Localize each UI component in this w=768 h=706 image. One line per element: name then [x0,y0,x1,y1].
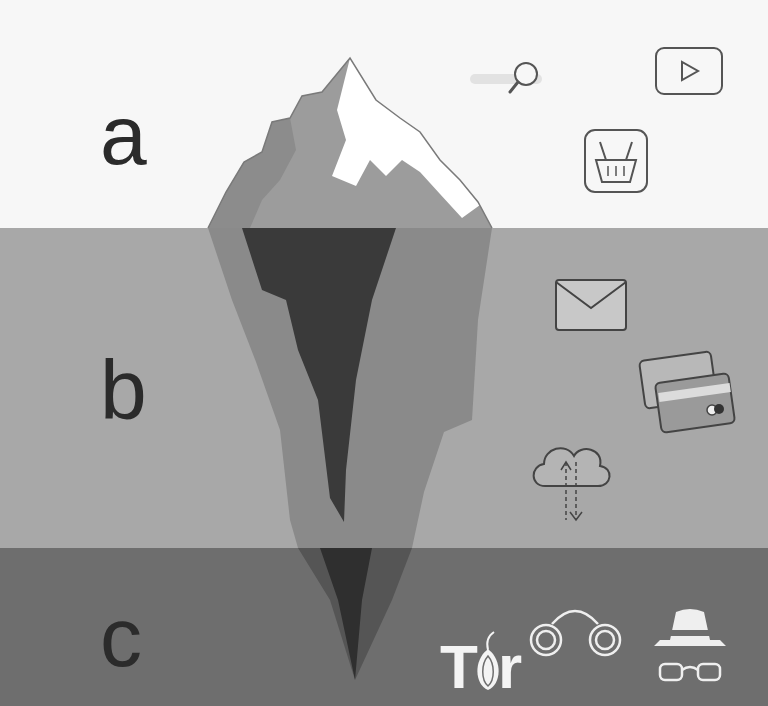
video-frame [656,48,722,94]
cloud [534,448,610,486]
deep-band [0,548,768,706]
mail-icon [556,280,626,330]
iceberg-deep-core [320,548,372,680]
onion-stem [487,632,494,650]
depth-band: a [0,0,768,228]
handcuffs-icon [531,611,620,655]
card-front [655,373,735,433]
hat-band [668,630,712,636]
up-arrow [561,462,571,470]
iceberg-underwater [208,228,492,680]
depth-band: c [0,548,768,706]
download-line [575,462,577,520]
depth-band: b [0,228,768,548]
basket-frame [585,130,647,192]
search-icon [470,63,542,92]
cuff-inner [596,631,614,649]
card-stripe [658,383,731,402]
card-chip [714,404,724,414]
iceberg-outline [208,58,492,228]
video-icon [656,48,722,94]
hacker-icon [654,609,726,680]
glasses-lens [660,664,682,680]
basket-icon [585,130,647,192]
cloud-icon [534,448,610,520]
sky-band [0,0,768,228]
onion-icon [477,632,498,690]
cuff-inner [537,631,555,649]
envelope [556,280,626,330]
iceberg-core [242,228,396,522]
onion-layer [483,656,494,686]
hat [654,609,726,646]
cuff [531,625,561,655]
down-arrow [570,512,582,520]
glasses-bridge [682,667,698,670]
onion-bulb [477,650,498,690]
band-letter: a [100,93,147,177]
envelope-flap [556,282,626,308]
basket-handle [600,142,632,160]
card-icon [639,351,735,433]
band-letter: c [100,595,142,679]
glasses-lens [698,664,720,680]
logo-letter: T [440,636,478,698]
cuff-chain [552,611,598,624]
band-letter: b [100,348,147,432]
upload-line [565,462,567,520]
logo-letter: r [498,636,522,698]
iceberg-tip [208,58,492,228]
cuff [590,625,620,655]
basket-body [596,160,636,182]
magnifier-handle [510,82,518,92]
play-triangle [682,62,698,80]
iceberg-snow [332,58,480,218]
iceberg-deep [298,548,412,680]
basket-slats [608,166,624,176]
iceberg-shade [208,118,296,228]
